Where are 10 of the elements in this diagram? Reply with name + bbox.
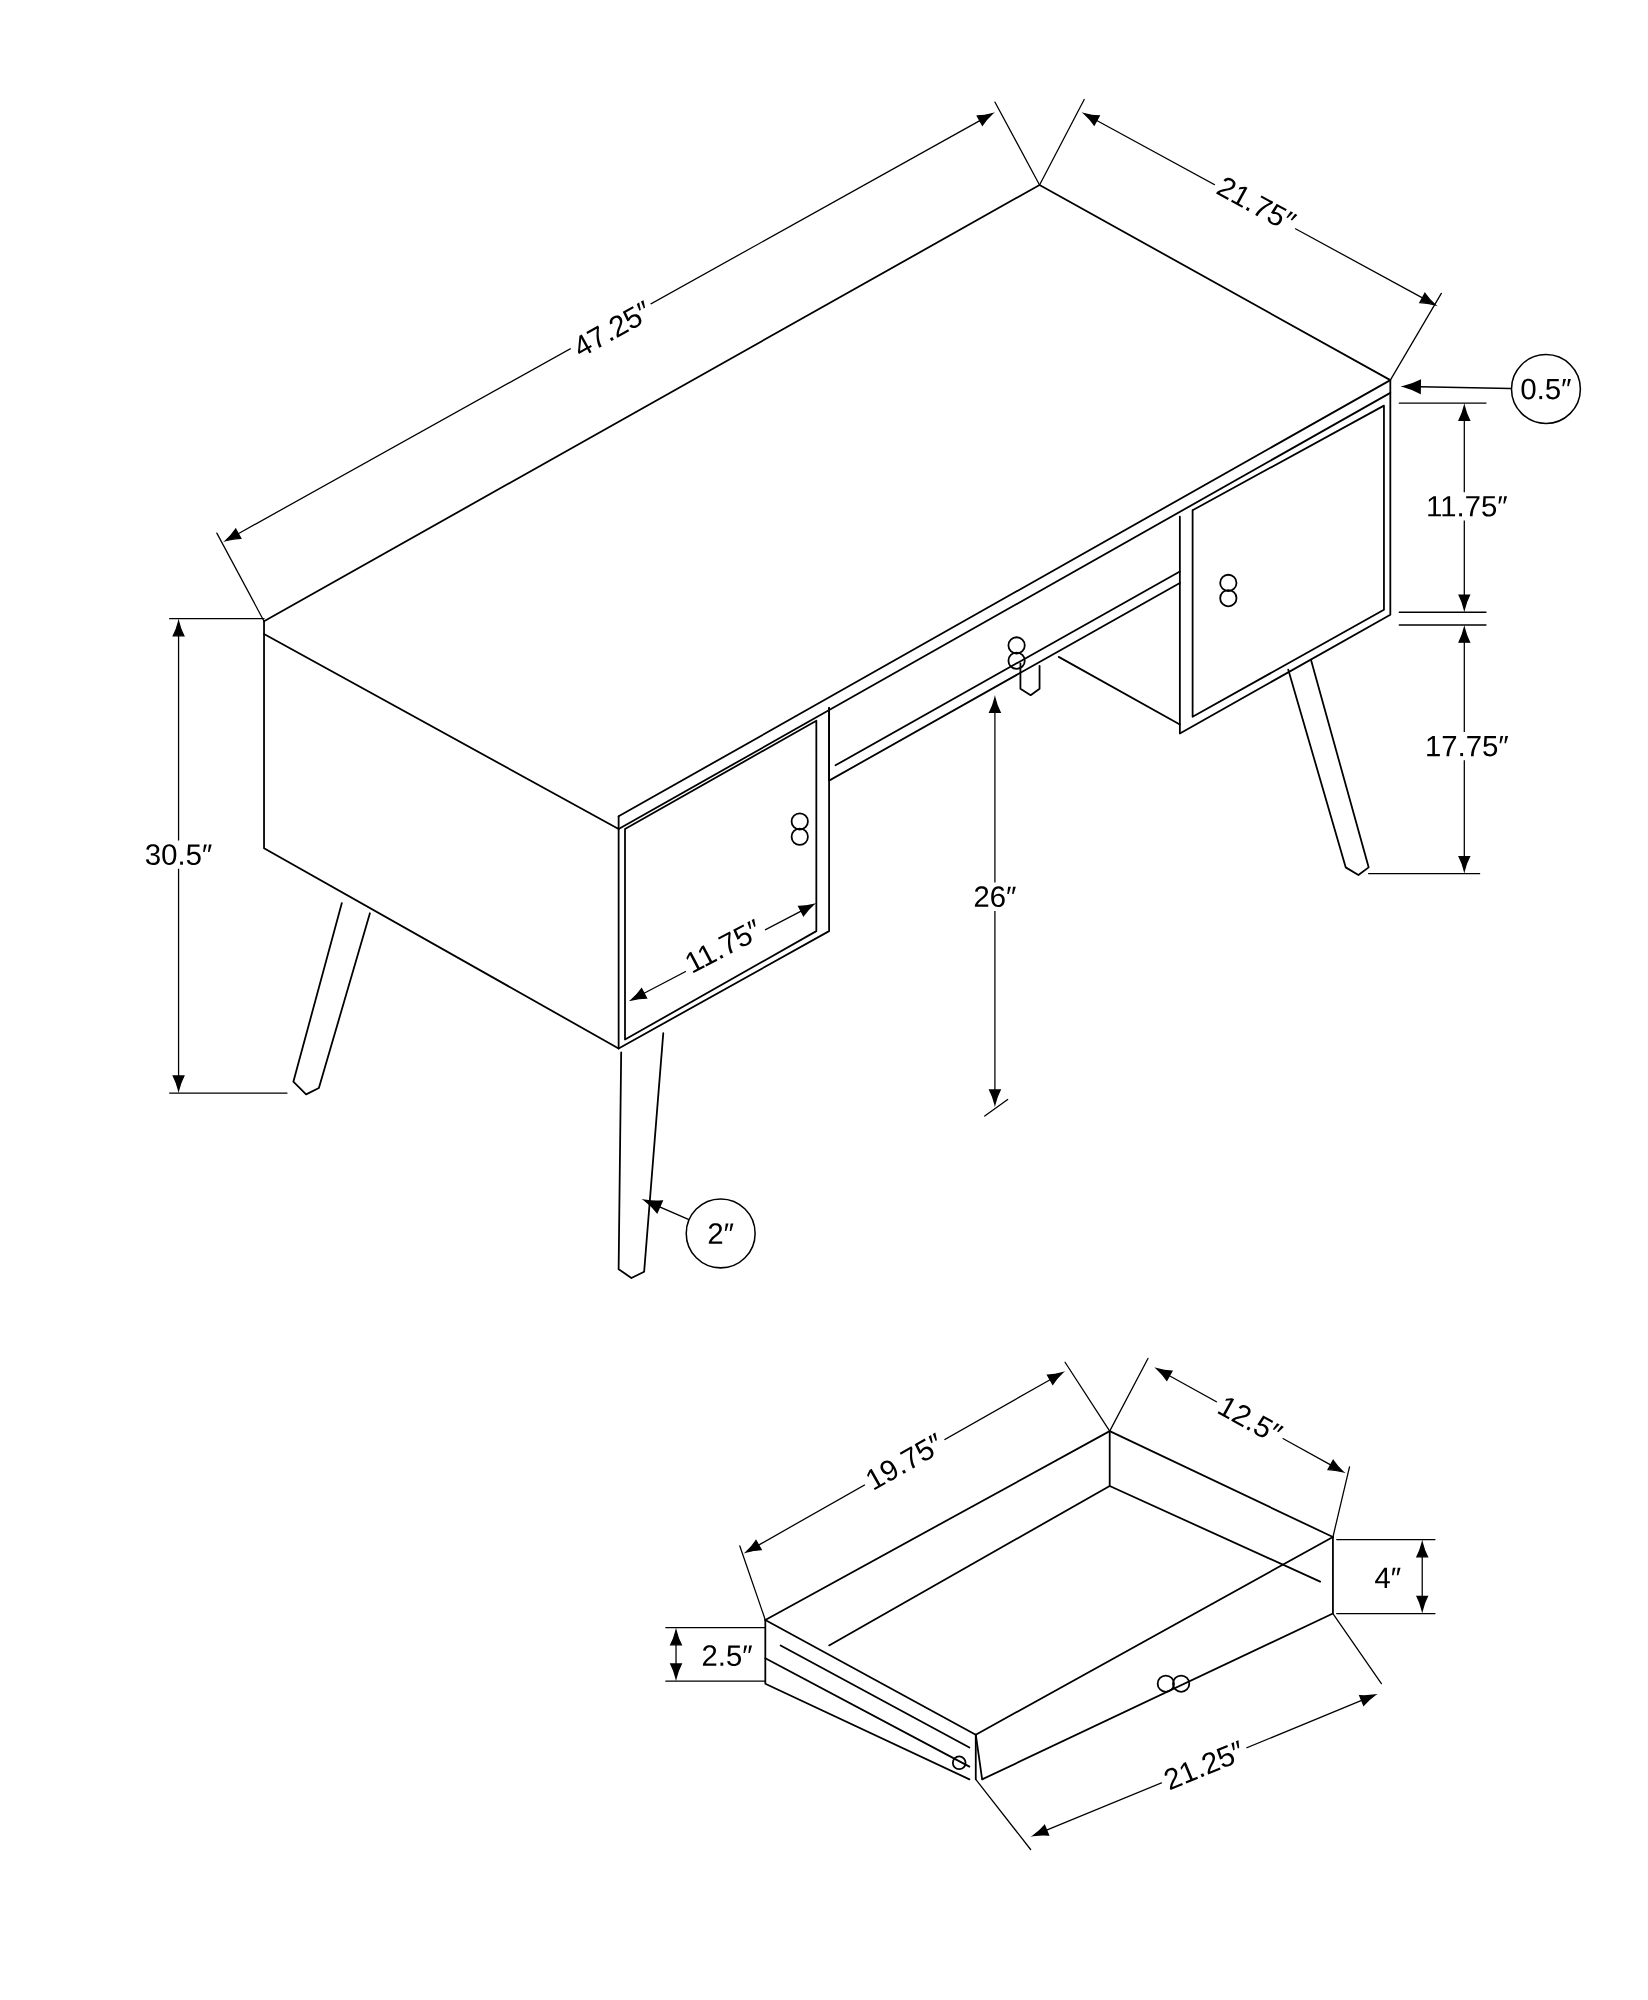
dimension-label: 11.75″ <box>1422 492 1512 521</box>
dimension-label: 26″ <box>969 882 1021 911</box>
dimension-label: 4″ <box>1370 1563 1405 1592</box>
dimension-label: 12.5″ <box>1210 1389 1290 1451</box>
dimension-label: 30.5″ <box>141 840 217 869</box>
dimension-label: 17.75″ <box>1421 732 1513 761</box>
dimension-label: 21.75″ <box>1209 169 1304 239</box>
dimension-label: 2.5″ <box>697 1641 757 1670</box>
leader-line <box>1402 379 1512 394</box>
leader-line <box>643 1199 690 1221</box>
